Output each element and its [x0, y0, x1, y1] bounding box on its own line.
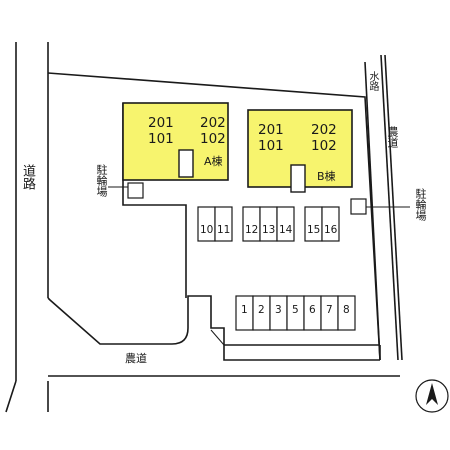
parking-label-2: 2 [258, 304, 265, 316]
parking-label-16: 16 [324, 224, 338, 236]
road-west-lower [5, 380, 17, 413]
farm-road-south-label: 農道 [125, 352, 147, 365]
bike-parking-east-label: 駐輪場 [414, 188, 427, 221]
parking-space-16 [321, 206, 340, 242]
bike-parking-west-label: 駐輪場 [95, 164, 108, 197]
building-b-entrance [290, 164, 306, 193]
building-a-name: A棟 [204, 154, 223, 168]
building-b-unit-201: 201 [258, 122, 284, 138]
building-b-unit-202: 202 [311, 122, 337, 138]
parking-space-14 [276, 206, 295, 242]
parking-label-5: 5 [292, 304, 299, 316]
compass-north-arrow [415, 379, 449, 413]
parking-label-8: 8 [343, 304, 350, 316]
compass-circle [415, 379, 449, 413]
parking-label-11: 11 [217, 224, 230, 236]
farm-road-south-inner [210, 329, 225, 346]
parking-label-14: 14 [279, 224, 293, 236]
farm-road-east-label: 農道 [386, 126, 399, 148]
parking-label-1: 1 [241, 304, 248, 316]
building-b-name: B棟 [317, 169, 336, 183]
north-arrow-icon [426, 383, 438, 405]
parking-label-12: 12 [245, 224, 258, 236]
parking-label-7: 7 [326, 304, 333, 316]
building-a-unit-202: 202 [200, 115, 226, 131]
building-a-entrance [178, 149, 194, 178]
building-a-unit-101: 101 [148, 131, 174, 147]
building-b-unit-102: 102 [311, 138, 337, 154]
building-b-unit-101: 101 [258, 138, 284, 154]
parking-space-8 [337, 295, 356, 331]
parking-label-10: 10 [200, 224, 213, 236]
parking-space-11 [214, 206, 233, 242]
building-a-unit-102: 102 [200, 131, 226, 147]
road-label: 道路 [20, 164, 35, 190]
parking-label-3: 3 [275, 304, 282, 316]
parking-label-15: 15 [307, 224, 320, 236]
building-a [122, 102, 229, 181]
parking-label-13: 13 [262, 224, 275, 236]
building-a-unit-201: 201 [148, 115, 174, 131]
bike-parking-east [350, 198, 367, 215]
bike-parking-west [127, 182, 144, 199]
waterway-label: 水路 [367, 71, 378, 91]
parking-label-6: 6 [309, 304, 316, 316]
site-boundary [47, 72, 381, 361]
parking-row-south [235, 295, 356, 331]
